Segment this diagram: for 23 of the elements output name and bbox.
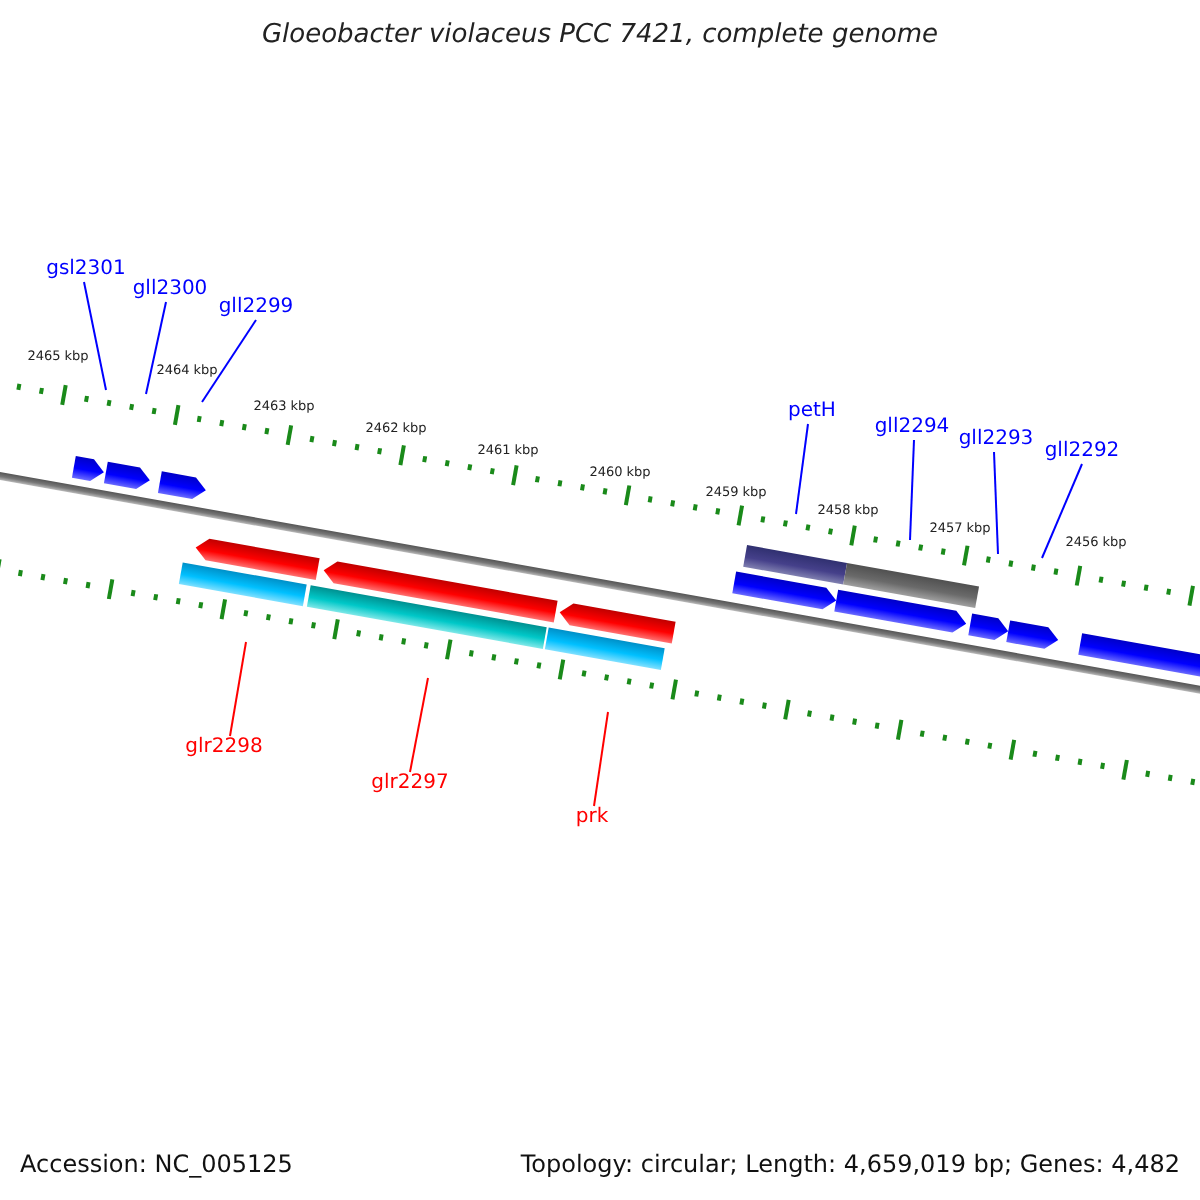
- gene-label: gll2299: [218, 298, 294, 318]
- leader-line: [83, 281, 107, 391]
- gene-label: gll2292: [1044, 442, 1120, 462]
- leader-line: [909, 439, 915, 541]
- title: Gloeobacter violaceus PCC 7421, complete genome: [259, 22, 941, 48]
- gene-label: gll2300: [132, 280, 208, 300]
- accession-label: Accession: NC_005125: [20, 1152, 293, 1176]
- gene-label: gll2293: [958, 430, 1034, 450]
- leader-line: [201, 319, 257, 403]
- leader-line: [593, 711, 609, 807]
- leader-line: [993, 451, 999, 555]
- gene-label: gsl2301: [46, 260, 126, 280]
- gene-label: gll2294: [874, 418, 950, 438]
- gene-label: petH: [788, 402, 836, 422]
- leader-line: [409, 677, 429, 773]
- leader-line: [795, 423, 809, 515]
- leader-line: [145, 301, 167, 395]
- genome-info: Topology: circular; Length: 4,659,019 bp; Genes: 4,482: [520, 1152, 1180, 1176]
- gene-label: glr2297: [371, 774, 449, 794]
- leader-line: [1041, 463, 1083, 559]
- leader-line: [229, 641, 247, 737]
- gene-label: glr2298: [185, 738, 263, 758]
- gene-label: prk: [575, 808, 609, 828]
